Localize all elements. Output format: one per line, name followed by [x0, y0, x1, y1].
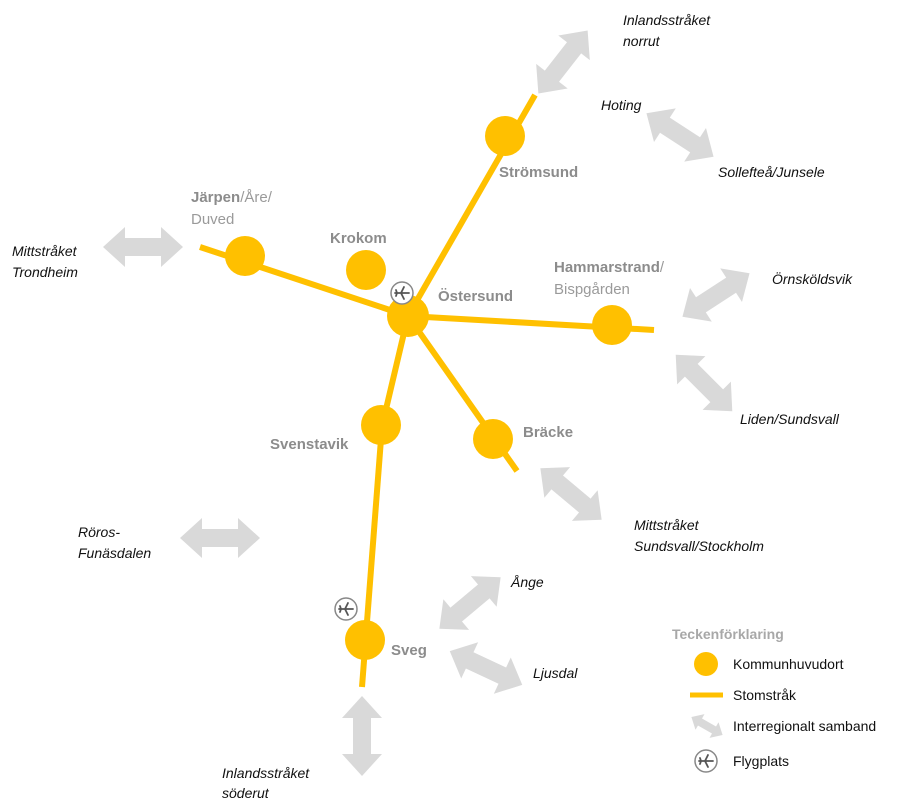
- arrow-ornskoldsvik: [671, 256, 761, 334]
- label-bracke: Bräcke: [523, 424, 573, 441]
- arrow-hoting-solleftea: [635, 96, 725, 174]
- node-bracke: [473, 419, 513, 459]
- legend-flyg: Flygplats: [733, 753, 789, 769]
- legend-kommun: Kommunhuvudort: [733, 656, 844, 672]
- arrow-inland-north: [522, 18, 604, 106]
- dest-ange: Ånge: [510, 574, 544, 590]
- airplane-icon: [390, 281, 414, 305]
- legend-interregional: Interregionalt samband: [733, 718, 876, 734]
- dest-sundsvall-stockholm: Sundsvall/Stockholm: [634, 538, 764, 554]
- node-ostersund: [387, 295, 429, 337]
- dest-ljusdal: Ljusdal: [533, 665, 578, 681]
- node-stromsund: [485, 116, 525, 156]
- dest-hoting: Hoting: [601, 97, 642, 113]
- arrow-mittstraket-sundsvall: [527, 452, 615, 536]
- node-sveg: [345, 620, 385, 660]
- label-bispgarden: Bispgården: [554, 281, 630, 298]
- label-jarpen: Järpen/Åre/: [191, 189, 273, 206]
- arrow-roros: [180, 518, 260, 558]
- dest-mittstraket-sundsvall: Mittstråket: [634, 517, 700, 533]
- airplane-icon: [694, 749, 718, 773]
- dest-inland-north-2: norrut: [623, 33, 661, 49]
- legend-circle-icon: [694, 652, 718, 676]
- dest-liden: Liden/Sundsvall: [740, 411, 840, 427]
- dest-roros: Röros-: [78, 524, 120, 540]
- dest-ornskoldsvik: Örnsköldsvik: [772, 270, 853, 287]
- arrow-ljusdal: [441, 632, 531, 704]
- dest-solleftea: Sollefteå/Junsele: [718, 164, 825, 180]
- label-hammarstrand: Hammarstrand/: [554, 259, 665, 276]
- label-sveg: Sveg: [391, 642, 427, 659]
- dest-funasdalen: Funäsdalen: [78, 545, 151, 561]
- arrow-liden: [661, 340, 747, 426]
- trunk-routes: [199, 93, 655, 688]
- arrow-inland-south: [342, 696, 382, 776]
- legend-title: Teckenförklaring: [672, 626, 784, 642]
- label-krokom: Krokom: [330, 230, 387, 247]
- node-svenstavik: [361, 405, 401, 445]
- dest-trondheim: Trondheim: [12, 264, 78, 280]
- label-stromsund: Strömsund: [499, 164, 578, 181]
- legend-stomstrak: Stomstråk: [733, 687, 797, 703]
- node-hammarstrand: [592, 305, 632, 345]
- legend: Teckenförklaring Kommunhuvudort Stomstrå…: [672, 626, 876, 773]
- dest-inland-south-2: söderut: [222, 785, 270, 798]
- label-svenstavik: Svenstavik: [270, 436, 349, 453]
- airplane-icon: [334, 597, 358, 621]
- municipal-centres: [225, 116, 632, 660]
- arrow-trondheim: [103, 227, 183, 267]
- node-jarpen: [225, 236, 265, 276]
- dest-mittstraket-trondheim: Mittstråket: [12, 243, 78, 259]
- node-krokom: [346, 250, 386, 290]
- dest-inland-south: Inlandsstråket: [222, 765, 310, 781]
- legend-arrow-icon: [686, 709, 728, 743]
- arrow-ange: [426, 561, 514, 645]
- label-duved: Duved: [191, 211, 234, 228]
- label-ostersund: Östersund: [438, 288, 513, 305]
- dest-inland-north: Inlandsstråket: [623, 12, 711, 28]
